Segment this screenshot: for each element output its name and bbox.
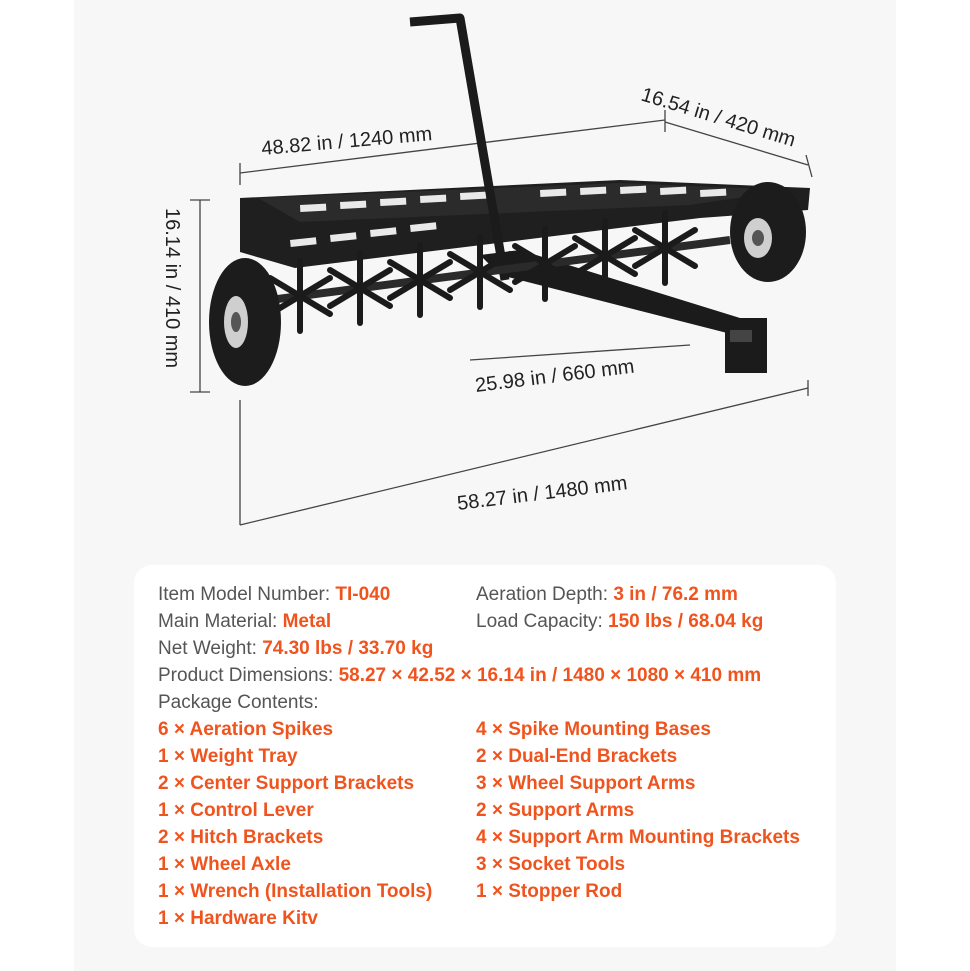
spec-material-label: Main Material: xyxy=(158,611,283,632)
spike-axle xyxy=(267,210,731,334)
spec-net-weight: Net Weight: 74.30 lbs / 33.70 kg xyxy=(158,637,433,661)
list-item: 6 × Aeration Spikes xyxy=(158,719,334,740)
list-item: 3 × Socket Tools xyxy=(476,854,626,875)
list-item: 2 × Support Arms xyxy=(476,800,635,821)
right-margin xyxy=(896,0,970,971)
spec-aeration-depth: Aeration Depth: 3 in / 76.2 mm xyxy=(476,583,738,607)
spec-weight-label: Net Weight: xyxy=(158,638,263,659)
depth-dimension-label: 16.54 in / 420 mm xyxy=(639,84,799,152)
spec-depth-value: 3 in / 76.2 mm xyxy=(613,584,738,605)
list-item: 2 × Dual-End Brackets xyxy=(476,746,678,767)
list-item: 1 × Wrench (Installation Tools) xyxy=(158,881,433,902)
overall-length-label: 58.27 in / 1480 mm xyxy=(456,472,629,515)
list-item: 2 × Hitch Brackets xyxy=(158,827,324,848)
list-item: 1 × Wheel Axle xyxy=(158,854,291,875)
list-item: 3 × Wheel Support Arms xyxy=(476,773,696,794)
spec-depth-label: Aeration Depth: xyxy=(476,584,614,605)
spec-material: Main Material: Metal xyxy=(158,610,331,634)
list-item: 2 × Center Support Brackets xyxy=(158,773,415,794)
left-margin xyxy=(0,0,74,971)
spec-dims-label: Product Dimensions: xyxy=(158,665,339,686)
control-lever xyxy=(409,13,510,281)
list-item: 1 × Weight Tray xyxy=(158,746,298,767)
height-dimension-label: 16.14 in / 410 mm xyxy=(161,208,183,368)
weight-tray xyxy=(240,180,810,268)
spec-model-value: TI-040 xyxy=(335,584,391,605)
spec-dims-value: 58.27 × 42.52 × 16.14 in / 1480 × 1080 ×… xyxy=(338,665,762,686)
width-dimension-label: 48.82 in / 1240 mm xyxy=(261,123,433,160)
dimension-lines xyxy=(190,110,813,526)
left-wheel xyxy=(209,258,281,386)
specifications-card xyxy=(134,565,836,947)
spec-model: Item Model Number: TI-040 xyxy=(158,583,390,607)
spec-load-capacity: Load Capacity: 150 lbs / 68.04 kg xyxy=(476,610,763,634)
spec-model-label: Item Model Number: xyxy=(158,584,336,605)
list-item: 1 × Stopper Rod xyxy=(476,881,623,902)
spec-load-value: 150 lbs / 68.04 kg xyxy=(608,611,764,632)
right-wheel xyxy=(730,182,806,282)
package-contents-heading: Package Contents: xyxy=(158,692,319,713)
spec-load-label: Load Capacity: xyxy=(476,611,609,632)
hitch-dimension-label: 25.98 in / 660 mm xyxy=(474,356,636,397)
list-item: 4 × Spike Mounting Bases xyxy=(476,719,711,740)
list-item: 1 × Control Lever xyxy=(158,800,314,821)
list-item: 1 × Hardware Kitv xyxy=(158,908,318,929)
list-item: 4 × Support Arm Mounting Brackets xyxy=(476,827,800,848)
spec-weight-value: 74.30 lbs / 33.70 kg xyxy=(262,638,434,659)
spec-material-value: Metal xyxy=(282,611,332,632)
spec-product-dimensions: Product Dimensions: 58.27 × 42.52 × 16.1… xyxy=(158,664,761,688)
aerator-product-illustration: 48.82 in / 1240 mm 16.54 in / 420 mm 16.… xyxy=(161,13,813,526)
